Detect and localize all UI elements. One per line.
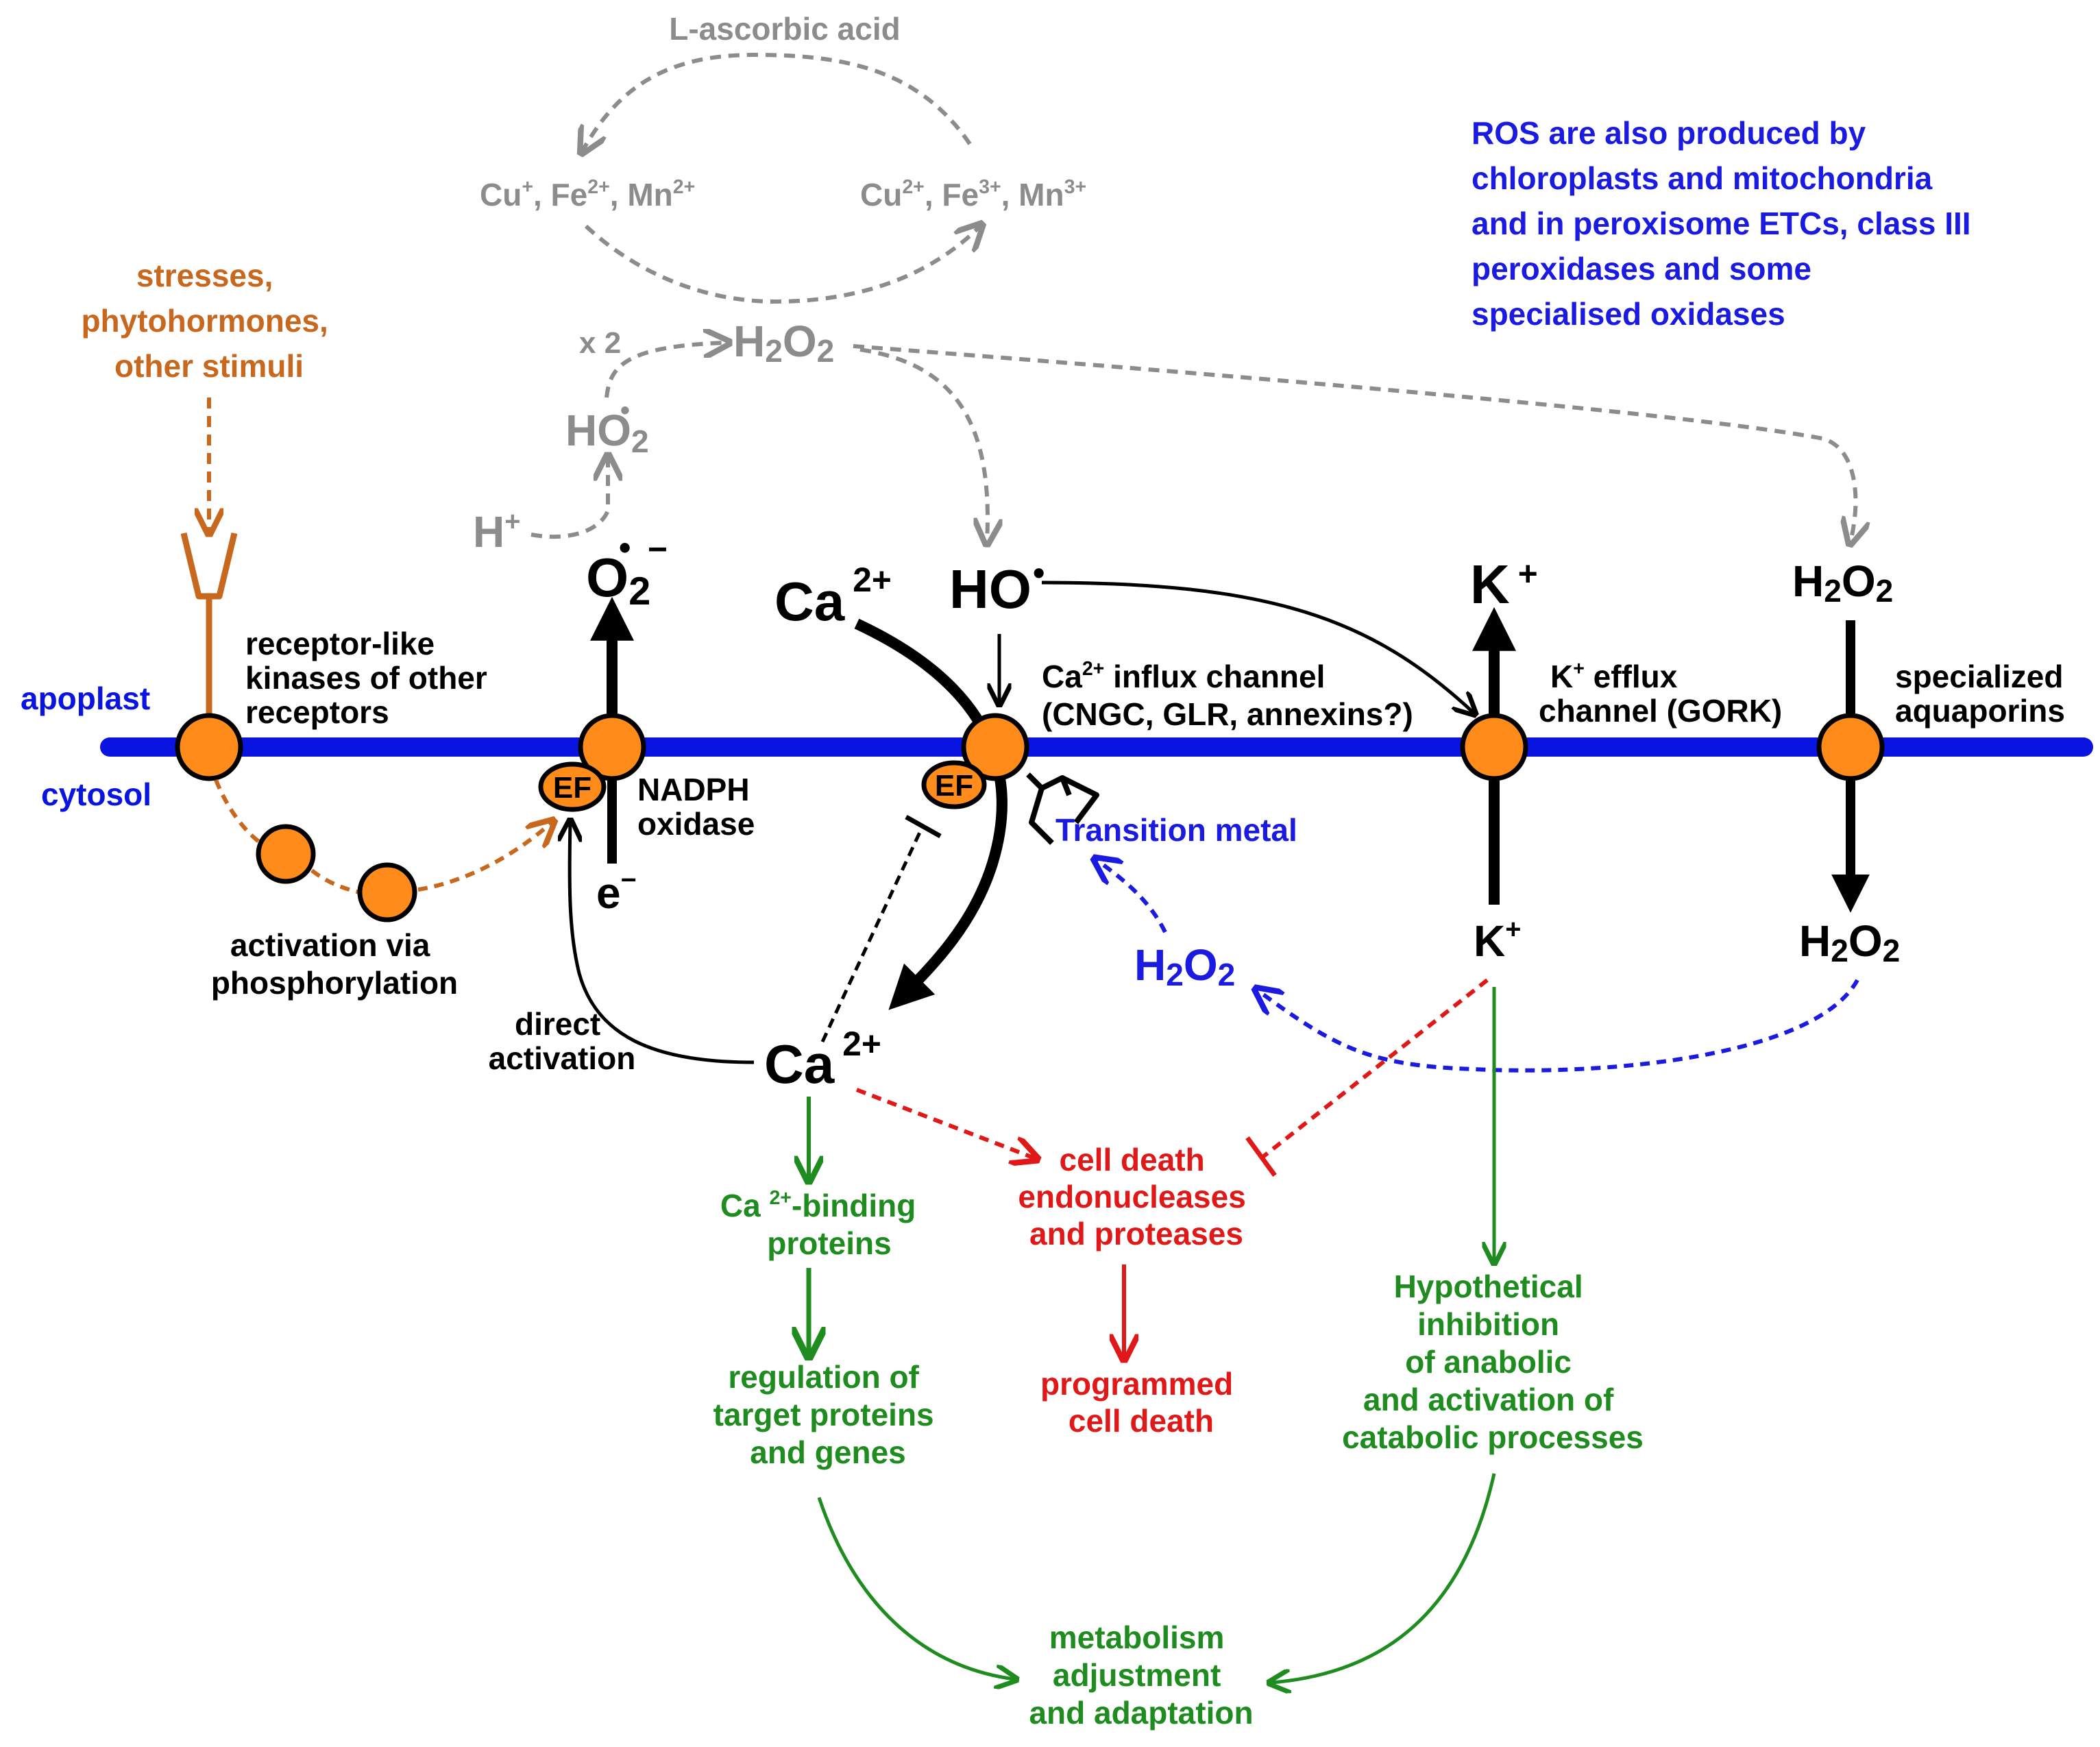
stoichiometry-x2: x 2 <box>579 326 621 360</box>
hydroxyl-radical: HO• <box>949 554 1045 620</box>
h2o2-cytosol: H2O2 <box>1799 916 1900 968</box>
oxidized-metal-ions: Cu2+, Fe3+, Mn3+ <box>860 176 1086 212</box>
perhydroxyl-radical: HO2• <box>565 395 649 459</box>
protonation-arrow <box>530 458 608 539</box>
receptor-kinase <box>175 713 243 781</box>
calcium-influx-arrow <box>854 618 1008 1010</box>
cytosol-label: cytosol <box>41 777 151 812</box>
receptor-symbol <box>180 532 238 726</box>
regulation-label: regulation of target proteins and genes <box>713 1359 943 1470</box>
potassium-cytosol: K+ <box>1474 914 1521 966</box>
cell-death-enzymes: cell death endonucleases and proteases <box>1018 1142 1254 1251</box>
direct-activation-arrow <box>570 822 755 1064</box>
proton: H+ <box>473 506 520 557</box>
direct-activation-label: direct activation <box>489 1006 636 1076</box>
h2o2-blue: H2O2 <box>1134 940 1235 992</box>
ef-hand-nadph <box>538 761 607 812</box>
stimuli-label: stresses, phytohormones, other stimuli <box>81 258 337 384</box>
hydroxyl-to-k-channel-arrow <box>1041 581 1474 713</box>
regulation-to-metabolism-arrow <box>817 1497 1014 1679</box>
dismutation-arrow <box>605 343 727 398</box>
fenton-arrow <box>859 347 988 541</box>
nadph-oxidase-label: NADPH oxidase <box>637 772 758 842</box>
metabolism-adjustment: metabolism adjustment and adaptation <box>1029 1620 1253 1731</box>
hypothetical-effect: Hypothetical inhibition of anabolic and … <box>1342 1269 1644 1455</box>
programmed-cell-death: programmed cell death <box>1040 1366 1242 1439</box>
calcium-to-cell-death-arrow <box>855 1088 1035 1158</box>
receptor-label: receptor-like kinases of other receptors <box>245 626 496 730</box>
ef-hand-label: EF <box>553 771 591 805</box>
potassium-channel-label: K+ efflux channel (GORK) <box>1539 658 1782 729</box>
note-line: peroxidases and some <box>1472 251 1811 286</box>
ascorbate-arc-arrow <box>583 52 972 151</box>
ef-hand-channel <box>921 760 987 809</box>
h2o2-cytosol-diffusion-arrow <box>1258 979 1859 1073</box>
potassium-apoplast: K+ <box>1470 554 1538 615</box>
h2o2-to-metal-arrow <box>1097 860 1167 933</box>
h2o2-apoplast: H2O2 <box>1792 557 1893 609</box>
apoplast-label: apoplast <box>21 681 150 716</box>
electron: e− <box>596 865 637 918</box>
catabolism-to-metabolism-arrow <box>1271 1473 1496 1683</box>
nadph-oxidase <box>578 713 646 781</box>
note-line: and in peroxisome ETCs, class III <box>1472 206 1971 241</box>
ef-hand-label: EF <box>935 769 973 803</box>
h2o2-grey: H2O2 <box>733 317 834 369</box>
note-line: specialised oxidases <box>1472 296 1785 332</box>
superoxide: O2•− <box>586 528 668 613</box>
transition-metal-label: Transition metal <box>1055 812 1297 848</box>
aquaporin-label: specialized aquaporins <box>1895 659 2072 729</box>
note-line: chloroplasts and mitochondria <box>1472 160 1933 196</box>
calcium-channel <box>961 713 1029 781</box>
calcium-feedback-inhibition <box>820 827 924 1043</box>
calcium-binding-proteins: Ca 2+-binding proteins <box>720 1187 925 1261</box>
ros-sources-note: ROS are also produced by chloroplasts an… <box>1472 115 1979 332</box>
inhibition-bar <box>905 814 942 839</box>
potassium-channel <box>1460 713 1528 781</box>
kinase-intermediate <box>256 824 316 884</box>
h2o2-diffusion-arrow <box>853 344 1855 541</box>
metal-oxidation-arrow <box>584 226 980 304</box>
reduced-metal-ions: Cu+, Fe2+, Mn2+ <box>480 176 695 212</box>
calcium-channel-label: Ca2+ influx channel (CNGC, GLR, annexins… <box>1042 658 1413 732</box>
potassium-inhibition-bar <box>1245 1136 1277 1177</box>
potassium-inhibition-line <box>1260 978 1489 1160</box>
aquaporin <box>1816 713 1885 781</box>
note-line: ROS are also produced by <box>1472 115 1866 151</box>
kinase-intermediate <box>357 862 417 923</box>
ascorbic-acid-label: L-ascorbic acid <box>669 11 900 47</box>
metal-binding-site <box>1026 772 1099 845</box>
activation-label: activation via phosphorylation <box>211 927 458 1001</box>
